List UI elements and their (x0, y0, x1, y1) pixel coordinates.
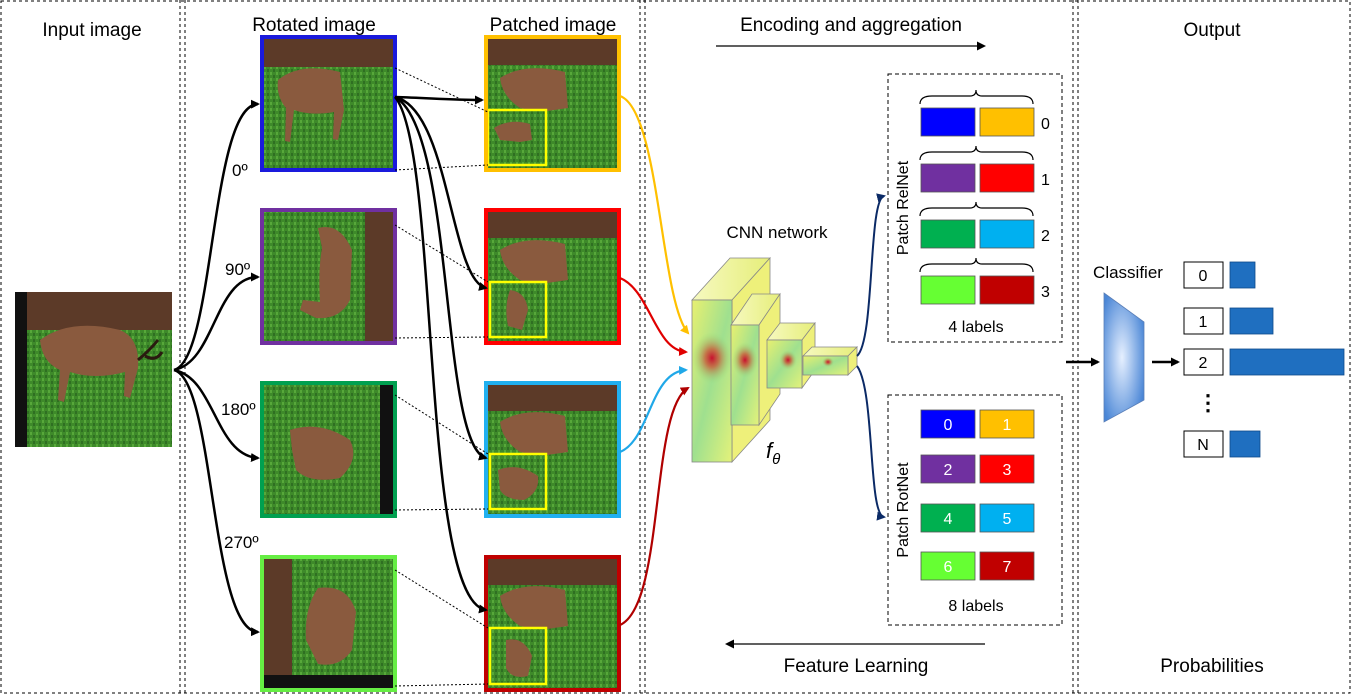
angle-label-90: 90º (225, 260, 250, 279)
output-title: Output (1183, 20, 1241, 41)
prob-bar-2 (1229, 348, 1345, 376)
prob-label-box-1 (1183, 307, 1224, 335)
patched-image-0 (484, 35, 621, 172)
rotated-image-0 (260, 35, 397, 172)
patched-image-1 (484, 208, 621, 345)
relnet-brackets (919, 89, 1034, 273)
probabilities-label: Probabilities (1160, 656, 1264, 677)
prob-ellipsis: ⋮ (1197, 390, 1219, 415)
prob-label-box-0 (1183, 261, 1224, 289)
rotnet-cell-0 (920, 409, 976, 439)
relnet-label-1: 1 (1041, 172, 1050, 189)
relnet-pair1-a (920, 163, 976, 193)
relnet-pair0-b (979, 107, 1035, 137)
prob-label-box-n (1183, 430, 1224, 458)
input-image (15, 292, 172, 447)
patched-image-title: Patched image (490, 15, 617, 36)
angle-label-180: 180º (221, 400, 256, 419)
prob-bar-1 (1229, 307, 1274, 335)
relnet-footer: 4 labels (948, 319, 1003, 336)
rotnet-label-7: 7 (1003, 559, 1012, 576)
relnet-pair3-a (920, 275, 976, 305)
rotnet-label-2: 2 (944, 462, 953, 479)
classifier-title: Classifier (1093, 263, 1163, 282)
relnet-title: Patch RelNet (895, 160, 912, 255)
relnet-pair3-b (979, 275, 1035, 305)
input-image-title: Input image (42, 20, 141, 41)
relnet-label-3: 3 (1041, 284, 1050, 301)
prob-label-n: N (1197, 437, 1209, 454)
rotnet-label-1: 1 (1003, 417, 1012, 434)
rotnet-cell-3 (979, 454, 1035, 484)
rotnet-label-3: 3 (1003, 462, 1012, 479)
rotnet-label-6: 6 (944, 559, 953, 576)
rotated-image-title: Rotated image (252, 15, 376, 36)
rotnet-cell-7 (979, 551, 1035, 581)
angle-label-0: 0º (232, 161, 248, 180)
cnn-title: CNN network (726, 223, 828, 242)
rotnet-cell-5 (979, 503, 1035, 533)
rotated-to-patch-arrows (394, 95, 488, 614)
rotnet-footer: 8 labels (948, 598, 1003, 615)
patched-image-3 (484, 555, 621, 692)
cnn-network (691, 256, 858, 464)
rotnet-label-5: 5 (1003, 511, 1012, 528)
rotnet-label-4: 4 (944, 511, 953, 528)
cnn-to-head-arrows (856, 193, 886, 521)
relnet-pair2-b (979, 219, 1035, 249)
rotnet-cell-1 (979, 409, 1035, 439)
patch-guide-lines (394, 67, 489, 687)
relnet-pair2-a (920, 219, 976, 249)
patched-image-2 (484, 381, 621, 518)
prob-bar-n (1229, 430, 1261, 458)
patch-rotnet-box: Patch RotNet 0 1 2 3 4 5 6 7 8 labels (887, 394, 1063, 626)
rotnet-cell-6 (920, 551, 976, 581)
input-to-rotation-arrows (173, 99, 260, 637)
relnet-pair1-b (979, 163, 1035, 193)
rotnet-title: Patch RotNet (895, 462, 912, 558)
relnet-pair0-a (920, 107, 976, 137)
patch-relnet-box: Patch RelNet 0 1 2 3 4 labels (887, 73, 1063, 343)
rotated-image-180 (260, 381, 397, 518)
encoding-title: Encoding and aggregation (740, 15, 962, 36)
rotnet-label-0: 0 (944, 417, 953, 434)
rotated-image-90 (260, 208, 397, 345)
relnet-label-0: 0 (1041, 116, 1050, 133)
angle-label-270: 270º (224, 533, 259, 552)
relnet-label-2: 2 (1041, 228, 1050, 245)
patch-to-cnn-arrows (619, 94, 690, 627)
rotated-image-270 (260, 555, 397, 692)
prob-label-0: 0 (1199, 268, 1208, 285)
feature-learning-label: Feature Learning (784, 656, 929, 677)
prob-label-1: 1 (1199, 314, 1208, 331)
rotnet-cell-4 (920, 503, 976, 533)
classifier-shape (1103, 292, 1145, 423)
prob-label-box-2 (1183, 348, 1224, 376)
rotnet-cell-2 (920, 454, 976, 484)
prob-label-2: 2 (1199, 355, 1208, 372)
probability-list: 0 1 2 ⋮ N (1183, 261, 1345, 458)
cnn-symbol: fθ (766, 438, 780, 468)
prob-bar-0 (1229, 261, 1256, 289)
